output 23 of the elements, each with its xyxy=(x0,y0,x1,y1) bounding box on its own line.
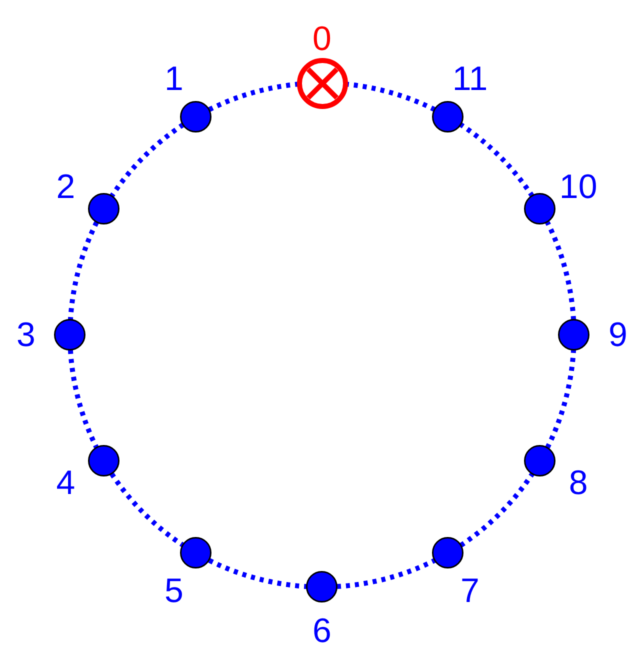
position-number: 1 xyxy=(164,62,184,96)
dotted-arc xyxy=(110,472,185,548)
position-number: 2 xyxy=(56,170,76,204)
dotted-arc xyxy=(336,558,436,590)
dotted-arc xyxy=(68,350,99,449)
dotted-arc xyxy=(68,221,99,320)
position-number: 6 xyxy=(312,614,332,648)
position-number: 7 xyxy=(460,574,480,608)
dotted-arc xyxy=(459,122,534,198)
dotted-arc xyxy=(459,472,534,548)
position-number: 0 xyxy=(312,22,332,56)
position-number: 5 xyxy=(164,574,184,608)
dotted-arc xyxy=(545,221,576,320)
dotted-arc xyxy=(545,350,576,449)
dotted-arc xyxy=(110,122,185,198)
position-number: 3 xyxy=(16,318,36,352)
dotted-arc xyxy=(208,558,308,590)
position-number: 4 xyxy=(56,466,76,500)
position-number: 9 xyxy=(608,318,628,352)
position-number: 10 xyxy=(559,170,598,204)
dotted-arc xyxy=(208,82,300,112)
position-number: 8 xyxy=(568,466,588,500)
position-number: 11 xyxy=(452,62,488,96)
